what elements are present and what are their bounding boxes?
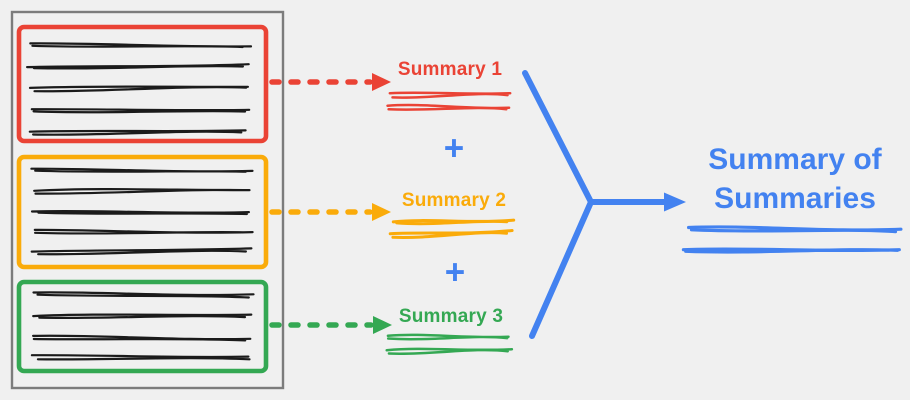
summary-2-scribble — [388, 218, 516, 239]
document-section-3-text-lines — [30, 291, 255, 361]
document-section-2-text-lines — [30, 167, 254, 256]
map-arrow-1 — [269, 73, 391, 91]
result-label: Summary of Summaries — [708, 143, 882, 215]
summary-2-label: Summary 2 — [401, 190, 507, 211]
document-outline — [10, 10, 285, 390]
map-arrow-2 — [269, 203, 391, 221]
document-section-1-frame — [16, 24, 269, 144]
map-arrow-2-head — [372, 203, 391, 221]
summary-3-scribble — [385, 333, 514, 356]
map-arrow-3 — [269, 316, 392, 334]
map-arrow-3-head — [373, 316, 392, 334]
summary-1-scribble — [386, 91, 512, 111]
document-section-1-text-lines — [26, 42, 253, 136]
source-document — [10, 10, 285, 390]
merge-lines — [522, 70, 668, 339]
map-arrow-1-head — [372, 73, 391, 91]
document-section-2-frame — [16, 154, 269, 270]
plus-operator-1: + — [443, 129, 465, 168]
summary-3-label: Summary 3 — [398, 306, 504, 327]
merge-arrow-head — [664, 192, 686, 212]
document-section-3-frame — [16, 279, 269, 374]
summary-1-label: Summary 1 — [397, 59, 503, 80]
result-scribble — [681, 225, 903, 254]
merge-connector — [522, 70, 686, 339]
plus-operator-2: + — [444, 253, 466, 292]
